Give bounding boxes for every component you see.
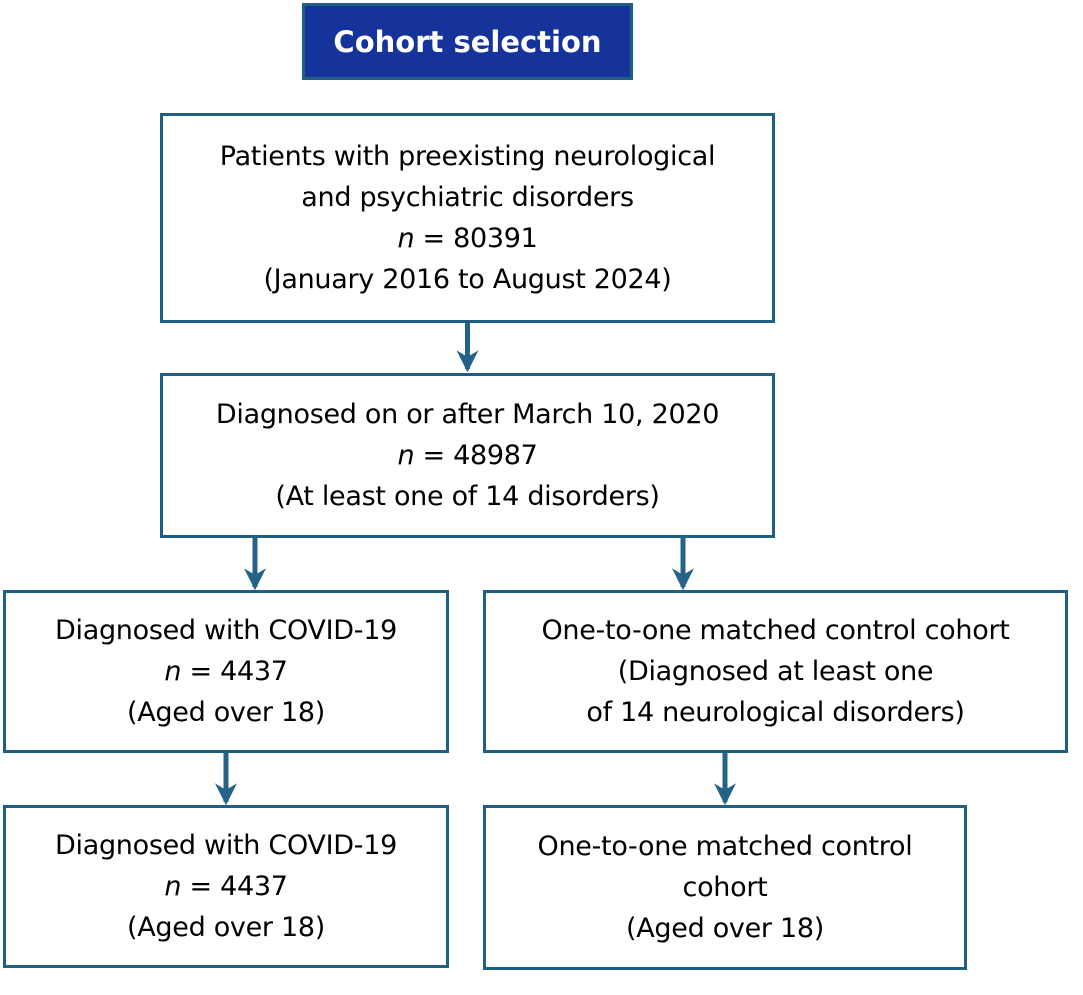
box-text-line: Patients with preexisting neurological xyxy=(219,141,716,172)
box-text-line: Diagnosed on or after March 10, 2020 xyxy=(215,399,720,430)
box-text-line: (January 2016 to August 2024) xyxy=(263,264,672,295)
box-text-line: (Diagnosed at least one xyxy=(617,656,934,687)
box-diagnosed-after-march-2020: Diagnosed on or after March 10, 2020 n =… xyxy=(160,373,775,538)
box-text-line: (Aged over 18) xyxy=(127,912,325,943)
box-text-line: (Aged over 18) xyxy=(626,913,824,944)
box-text-line: Diagnosed with COVID-19 xyxy=(55,615,397,646)
box-n-value: n = 4437 xyxy=(164,871,288,902)
box-n-value: n = 80391 xyxy=(397,223,538,254)
box-covid-cohort: Diagnosed with COVID-19 n = 4437 (Aged o… xyxy=(3,590,449,753)
box-text-line: Diagnosed with COVID-19 xyxy=(55,830,397,861)
box-text-line: of 14 neurological disorders) xyxy=(586,697,965,728)
box-text-line: One-to-one matched control cohort xyxy=(541,615,1010,646)
box-matched-control-cohort: One-to-one matched control cohort (Diagn… xyxy=(483,590,1068,753)
box-text-line: (At least one of 14 disorders) xyxy=(275,481,660,512)
box-text-line: (Aged over 18) xyxy=(127,697,325,728)
box-text-line: One-to-one matched control xyxy=(537,831,913,862)
box-n-value: n = 4437 xyxy=(164,656,288,687)
diagram-title-label: Cohort selection xyxy=(333,24,602,59)
box-text-line: and psychiatric disorders xyxy=(301,182,634,213)
box-covid-cohort-final: Diagnosed with COVID-19 n = 4437 (Aged o… xyxy=(3,805,449,968)
box-preexisting-disorders: Patients with preexisting neurological a… xyxy=(160,113,775,323)
diagram-title: Cohort selection xyxy=(302,3,633,80)
box-matched-control-cohort-final: One-to-one matched control cohort (Aged … xyxy=(483,805,967,970)
box-text-line: cohort xyxy=(682,872,768,903)
box-n-value: n = 48987 xyxy=(397,440,538,471)
